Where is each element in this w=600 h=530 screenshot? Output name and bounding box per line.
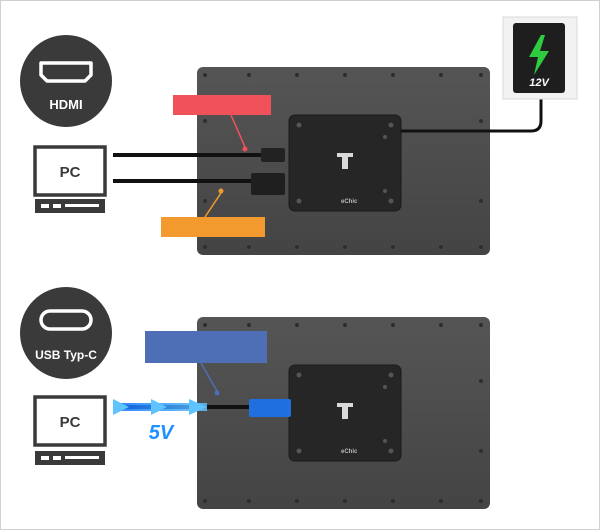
pc-bottom: PC [33,395,107,465]
usbc-connector [249,399,291,417]
hdmi-badge: HDMI [20,35,112,127]
power-cable [401,97,543,133]
callout-red [173,95,271,115]
adapter-voltage-label: 12V [529,77,550,89]
power-flow-arrows [113,399,207,415]
monitor-screws-bottom [203,323,483,503]
usbc-label: USB Typ-C [35,348,97,362]
usbc-port-icon [39,309,93,331]
pc-label-top: PC [60,164,81,181]
board-brand-top: eChic [341,199,358,205]
lightning-icon [529,35,549,75]
usbc-badge: USB Typ-C [20,287,112,379]
callout-orange [161,217,265,237]
board-brand-bottom: eChic [341,449,358,455]
voltage-label-5v: 5V [149,422,175,444]
callout-blue [145,331,267,363]
board-screws-bottom [296,372,394,454]
board-logo-bottom [337,403,353,419]
board-screws-top [296,122,394,204]
pc-label-bottom: PC [60,414,81,431]
monitor-screws-top [203,73,483,249]
power-adapter: 12V [502,16,578,100]
hdmi-label: HDMI [49,97,82,112]
board-logo-top [337,153,353,169]
pc-top: PC [33,145,107,213]
hdmi-port-icon [39,61,93,83]
